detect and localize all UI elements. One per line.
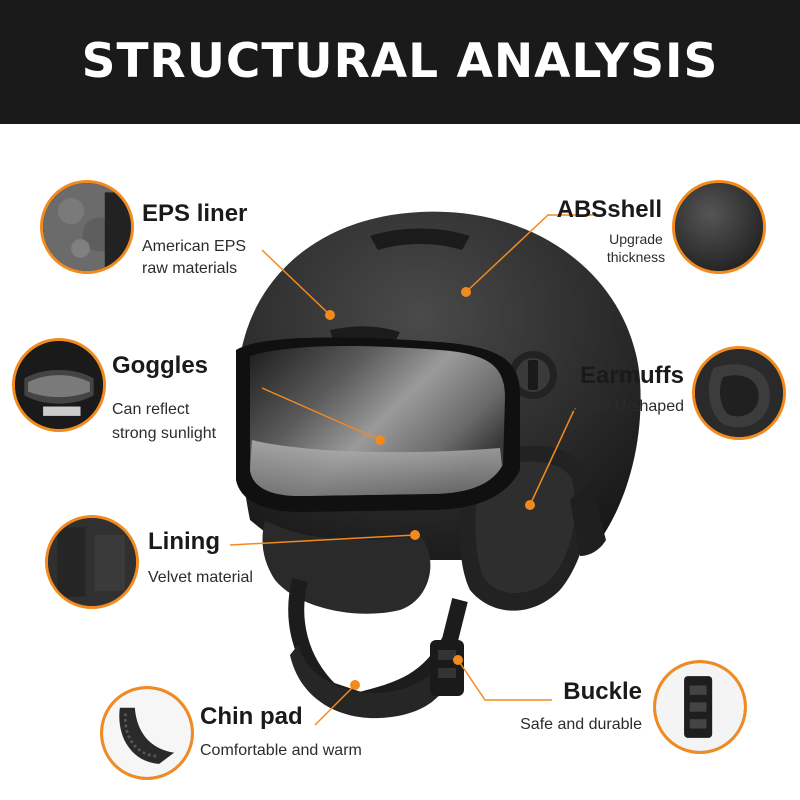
eps-foam-texture-icon <box>40 180 134 274</box>
lining-line-1: Velvet material <box>148 569 253 586</box>
earmuffs-title: Earmuffs <box>579 362 684 389</box>
header-banner <box>0 0 800 124</box>
abs-shell-line-2: thickness <box>606 249 666 265</box>
chin-pad-icon <box>100 686 194 780</box>
abs-shell-line-1: Upgrade <box>609 231 663 247</box>
chin-pad-line-1: Comfortable and warm <box>200 742 362 759</box>
goggles-title: Goggles <box>112 352 209 379</box>
goggles-line-2: strong sunlight <box>112 425 217 442</box>
lining-title: Lining <box>148 528 220 555</box>
abs-shell-title: ABSshell <box>556 196 662 223</box>
chin-pad-title: Chin pad <box>200 703 303 730</box>
eps-liner-title: EPS liner <box>142 200 248 227</box>
earmuffs-line-1: Deep U-shaped <box>571 398 684 415</box>
earmuff-icon <box>692 346 786 440</box>
shell-surface-icon <box>672 180 766 274</box>
buckle-clip-icon <box>653 660 747 754</box>
velvet-lining-icon <box>45 515 139 609</box>
goggles-lens-icon <box>12 338 106 432</box>
eps-liner-line-1: American EPS <box>142 238 247 255</box>
goggles-line-1: Can reflect <box>112 401 190 418</box>
eps-liner-line-2: raw materials <box>142 260 238 277</box>
buckle-title: Buckle <box>563 678 642 705</box>
page-title: STRUCTURAL ANALYSIS <box>81 34 719 89</box>
buckle-line-1: Safe and durable <box>520 716 642 733</box>
